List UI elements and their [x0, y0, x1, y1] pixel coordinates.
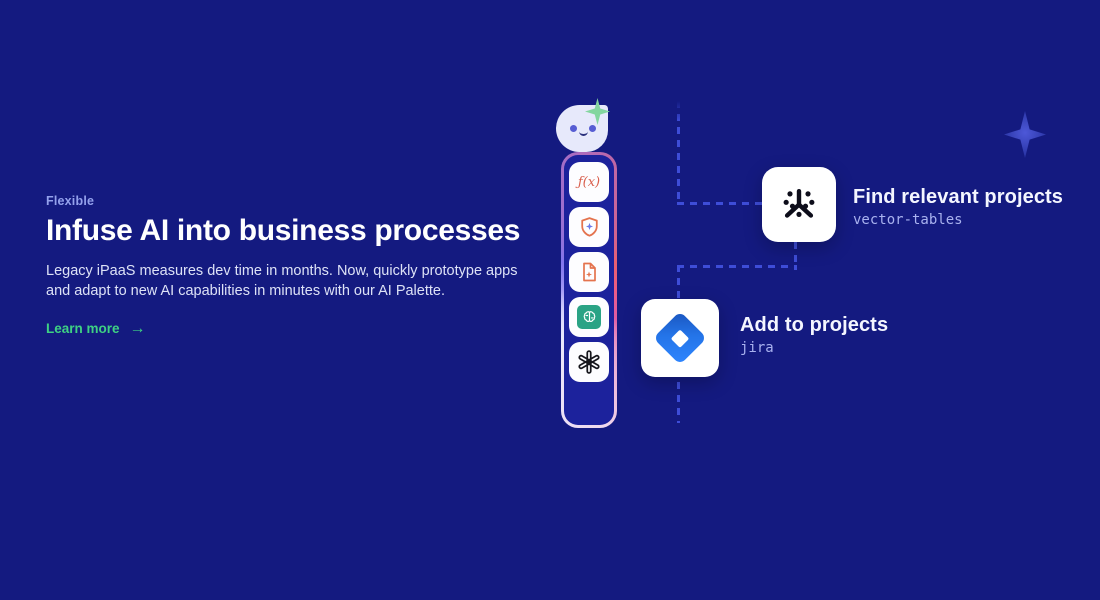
connector-line	[677, 202, 765, 205]
learn-more-label: Learn more	[46, 321, 120, 336]
palette-tile-function: ƒ(x)	[569, 162, 609, 202]
learn-more-link[interactable]: Learn more →	[46, 320, 146, 337]
page-title: Infuse AI into business processes	[46, 214, 521, 247]
ai-palette-mascot	[556, 98, 614, 155]
eyebrow-label: Flexible	[46, 194, 95, 208]
vector-tables-icon	[776, 182, 822, 228]
ai-palette: ƒ(x)	[561, 152, 617, 428]
jira-card	[641, 299, 719, 377]
connector-line	[677, 265, 797, 268]
hero-description: Legacy iPaaS measures dev time in months…	[46, 262, 518, 301]
palette-tile-shield	[569, 207, 609, 247]
mascot-eye	[570, 125, 577, 132]
connector-line	[794, 242, 797, 270]
openai-icon	[576, 349, 602, 375]
connector-line	[677, 101, 680, 205]
palette-tile-openai	[569, 342, 609, 382]
hero-description-line1: Legacy iPaaS measures dev time in months…	[46, 263, 518, 279]
jira-icon	[653, 311, 707, 365]
document-sparkle-icon	[577, 260, 601, 284]
shield-sparkle-icon	[577, 215, 602, 240]
vector-tables-node-text: Find relevant projects vector-tables	[853, 186, 1063, 228]
mascot-eye	[589, 125, 596, 132]
mascot-mouth	[579, 129, 588, 136]
function-icon: ƒ(x)	[577, 174, 601, 190]
ai-palette-inner: ƒ(x)	[564, 155, 614, 425]
hero-description-line2: and adapt to new AI capabilities in minu…	[46, 282, 445, 299]
vector-tables-card	[762, 167, 836, 242]
node-title: Find relevant projects	[853, 186, 1064, 208]
arrow-right-icon: →	[129, 320, 146, 337]
node-subtitle: jira	[740, 340, 774, 356]
node-title: Add to projects	[740, 314, 889, 336]
jira-node-text: Add to projects jira	[740, 314, 888, 356]
palette-tile-ai-brain	[569, 297, 609, 337]
node-subtitle: vector-tables	[853, 212, 963, 228]
four-point-star-icon	[1004, 111, 1046, 158]
ai-brain-icon	[577, 305, 601, 329]
palette-tile-document	[569, 252, 609, 292]
mascot-face	[556, 105, 608, 152]
jira-icon-hole	[670, 328, 690, 348]
